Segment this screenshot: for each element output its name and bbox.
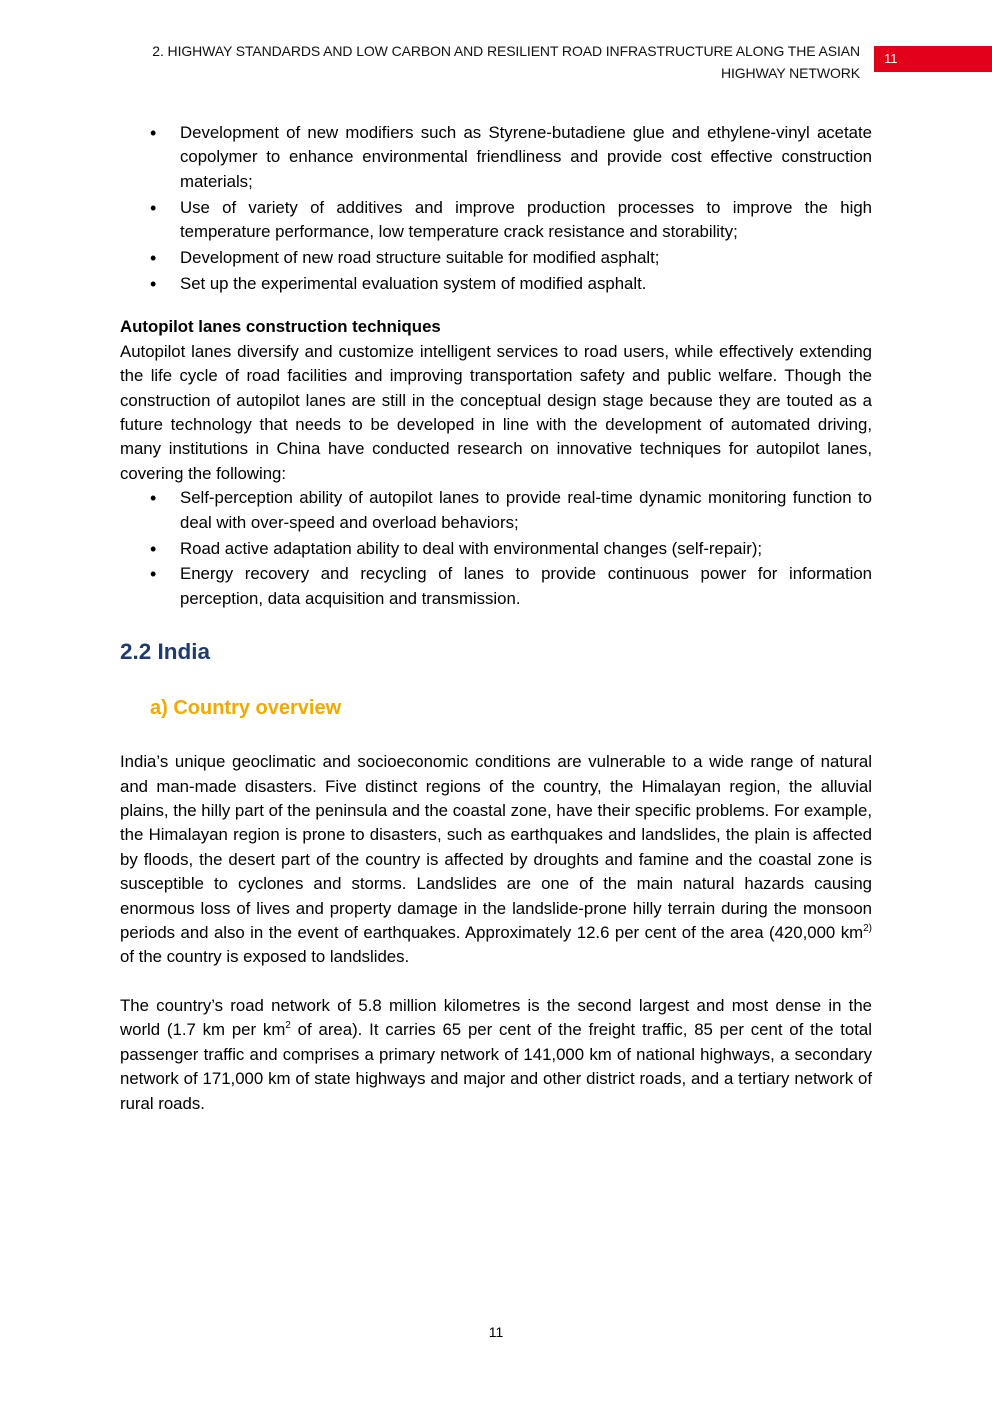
- section-title: 2.2 India: [120, 639, 211, 665]
- list-item: Set up the experimental evaluation syste…: [120, 272, 872, 297]
- overview-p2-start: The country’s road network of 5.8 millio…: [120, 995, 872, 1040]
- list-item: Self-perception ability of autopilot lan…: [120, 486, 872, 535]
- page-footer-number: 11: [488, 1324, 504, 1340]
- running-header-line-1: 2. HIGHWAY STANDARDS AND LOW CARBON AND …: [152, 43, 860, 59]
- autopilot-heading: Autopilot lanes construction techniques: [120, 317, 441, 337]
- overview-paragraph-2: The country’s road network of 5.8 millio…: [120, 994, 872, 1116]
- autopilot-paragraph: Autopilot lanes diversify and customize …: [120, 341, 872, 483]
- list-item: Road active adaptation ability to deal w…: [120, 537, 872, 562]
- running-header: 2. HIGHWAY STANDARDS AND LOW CARBON AND …: [100, 40, 860, 84]
- list-item: Development of new modifiers such as Sty…: [120, 121, 872, 194]
- overview-paragraph-1: India’s unique geoclimatic and socioecon…: [120, 750, 872, 970]
- overview-p1-main: India’s unique geoclimatic and socioecon…: [120, 752, 872, 943]
- autopilot-bullet-list: Self-perception ability of autopilot lan…: [120, 486, 872, 611]
- overview-p1-end: of the country is exposed to landslides.: [120, 947, 410, 967]
- section-subtitle: a) Country overview: [150, 697, 342, 720]
- running-header-line-2: HIGHWAY NETWORK: [720, 65, 860, 81]
- list-item: Energy recovery and recycling of lanes t…: [120, 562, 872, 611]
- modifier-bullet-list: Development of new modifiers such as Sty…: [120, 121, 872, 297]
- overview-p2-superscript: 2: [285, 1020, 291, 1032]
- list-item: Development of new road structure suitab…: [120, 246, 872, 271]
- page-content: Development of new modifiers such as Sty…: [120, 121, 872, 1116]
- page-number-badge: 11: [874, 46, 992, 72]
- overview-p2-end: of area). It carries 65 per cent of the …: [120, 1020, 872, 1113]
- overview-p1-superscript: 2): [863, 923, 872, 935]
- list-item: Use of variety of additives and improve …: [120, 196, 872, 245]
